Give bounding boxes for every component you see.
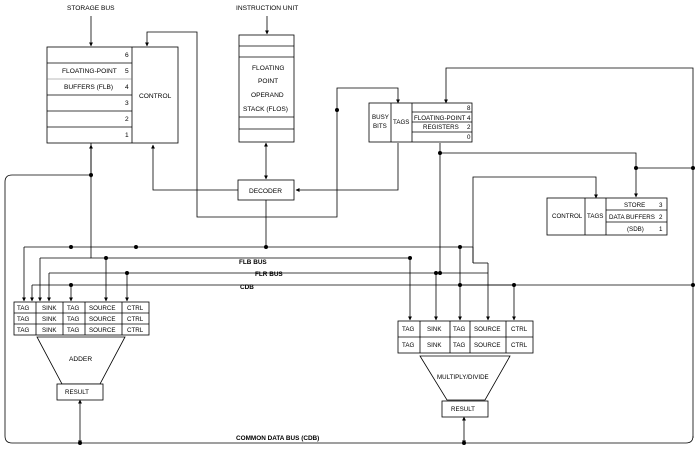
flb-number-2: 2 — [125, 116, 129, 123]
sdb-name-line-3: (SDB) — [627, 226, 644, 233]
muldiv-header-source: SOURCE — [474, 326, 500, 333]
flos-line-1: FLOATING — [252, 65, 284, 72]
flb-control-loop-line — [145, 31, 338, 218]
flb-bus-label: FLB BUS — [239, 259, 267, 266]
muldiv-result-label: RESULT — [451, 406, 475, 413]
muldiv-header-tag-1: TAG — [402, 326, 414, 333]
flr-number-2: 2 — [467, 124, 471, 131]
sdb-number-2: 2 — [659, 214, 663, 221]
flr-block: BUSY BITS TAGS FLOATING-POINT REGISTERS … — [368, 102, 473, 143]
adder-row2-sink: SINK — [42, 316, 57, 323]
flr-name-line-1: FLOATING-POINT — [414, 115, 466, 122]
muldiv-unit-shape — [419, 355, 511, 401]
adder-row2-tag-1: TAG — [17, 316, 29, 323]
flb-name-line-2: BUFFERS (FLB) — [64, 84, 113, 91]
adder-row2-source: SOURCE — [89, 316, 115, 323]
sdb-block: CONTROL TAGS STORE DATA BUFFERS (SDB) 3 … — [546, 197, 668, 236]
flos-line-4: STACK (FLOS) — [243, 106, 288, 113]
adder-header-sink: SINK — [42, 305, 57, 312]
adder-row3-tag-1: TAG — [17, 327, 29, 334]
flb-number-5: 5 — [125, 68, 129, 75]
flb-bus-line — [90, 143, 410, 259]
adder-row3-sink: SINK — [42, 327, 57, 334]
flr-number-0: 0 — [467, 134, 471, 141]
adder-unit-label: ADDER — [69, 356, 92, 363]
muldiv-row2-sink: SINK — [427, 342, 442, 349]
sdb-control-label: CONTROL — [552, 213, 583, 220]
adder-row3-ctrl: CTRL — [127, 327, 144, 334]
muldiv-header-tag-2: TAG — [453, 326, 465, 333]
flb-number-3: 3 — [125, 100, 129, 107]
flr-tags-feed-line — [336, 87, 400, 110]
junction-dots — [69, 108, 695, 445]
flb-number-4: 4 — [125, 84, 129, 91]
adder-row3-source: SOURCE — [89, 327, 115, 334]
decoder-label: DECODER — [249, 188, 282, 195]
sdb-tags-label: TAGS — [587, 213, 603, 220]
muldiv-header-ctrl: CTRL — [511, 326, 528, 333]
decoder-to-flr-line — [295, 143, 399, 192]
adder-row2-tag-2: TAG — [67, 316, 79, 323]
adder-row3-tag-2: TAG — [67, 327, 79, 334]
flb-number-1: 1 — [125, 132, 129, 139]
instruction-unit-label: INSTRUCTION UNIT — [236, 5, 298, 12]
sdb-tags-feed-line — [472, 176, 598, 263]
adder-header-ctrl: CTRL — [127, 305, 144, 312]
muldiv-row2-tag-1: TAG — [402, 342, 414, 349]
storage-bus-label: STORAGE BUS — [67, 5, 115, 12]
muldiv-station: TAG SINK TAG SOURCE CTRL TAG SINK TAG SO… — [397, 320, 534, 354]
common-data-bus-label: COMMON DATA BUS (CDB) — [236, 435, 319, 442]
flr-name-line-2: REGISTERS — [423, 124, 459, 131]
decoder-to-flb-line — [151, 144, 238, 191]
flr-number-8: 8 — [467, 105, 471, 112]
muldiv-row2-ctrl: CTRL — [511, 342, 528, 349]
adder-station: TAG SINK TAG SOURCE CTRL TAG SINK TAG SO… — [13, 301, 150, 336]
flos-block: FLOATING POINT OPERAND STACK (FLOS) — [238, 34, 295, 143]
flr-tags-label: TAGS — [393, 119, 409, 126]
sdb-number-3: 3 — [659, 202, 663, 209]
adder-row2-ctrl: CTRL — [127, 316, 144, 323]
flb-control-label: CONTROL — [139, 93, 172, 100]
flr-busy-line-1: BUSY — [372, 114, 389, 121]
sdb-name-line-1: STORE — [624, 202, 645, 209]
flr-number-4: 4 — [467, 115, 471, 122]
cdb-to-flr-loop — [444, 67, 694, 167]
cdb-label: CDB — [240, 284, 254, 291]
flr-to-sdb-line — [440, 152, 637, 168]
adder-header-source: SOURCE — [89, 305, 115, 312]
flb-name-line-1: FLOATING-POINT — [62, 68, 117, 75]
adder-header-tag-1: TAG — [17, 305, 29, 312]
sdb-name-line-2: DATA BUFFERS — [609, 214, 655, 221]
muldiv-header-sink: SINK — [427, 326, 442, 333]
flb-block: FLOATING-POINT BUFFERS (FLB) 6 5 4 3 2 1… — [46, 46, 179, 144]
flr-busy-line-2: BITS — [373, 123, 387, 130]
muldiv-unit-label: MULTIPLY/DIVIDE — [437, 374, 489, 381]
common-data-bus-line — [4, 174, 694, 444]
muldiv-row2-tag-2: TAG — [453, 342, 465, 349]
flos-line-3: OPERAND — [251, 92, 284, 99]
flb-number-6: 6 — [125, 52, 129, 59]
muldiv-row2-source: SOURCE — [474, 342, 500, 349]
adder-header-tag-2: TAG — [67, 305, 79, 312]
flos-line-2: POINT — [258, 78, 278, 85]
sdb-number-1: 1 — [659, 226, 663, 233]
flr-bus-label: FLR BUS — [255, 271, 283, 278]
adder-result-label: RESULT — [65, 389, 89, 396]
